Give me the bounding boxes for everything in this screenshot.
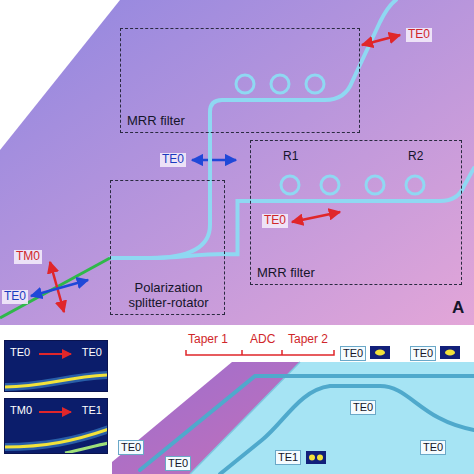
region-label: MRR filter xyxy=(127,113,185,128)
dashed-region: MRR filter xyxy=(250,140,462,285)
mode-label: TE0 xyxy=(420,440,446,455)
conversion-arrow xyxy=(39,353,71,355)
mode-label: TE0 xyxy=(165,456,191,471)
ring-resonator xyxy=(406,176,424,194)
figure-label: TE0 xyxy=(406,28,432,42)
mode-profile-icon xyxy=(370,346,390,359)
figure-label: TM0 xyxy=(14,250,42,264)
mode-label: TE0 xyxy=(82,346,102,358)
figure-label: R2 xyxy=(408,150,423,164)
mode-field xyxy=(5,429,108,447)
waveguide xyxy=(110,180,210,258)
waveguide xyxy=(150,254,225,258)
figure-label: R1 xyxy=(283,150,298,164)
mode-glow xyxy=(5,375,108,387)
ring-resonator xyxy=(281,176,299,194)
waveguide xyxy=(210,0,396,133)
mode-label: TE0 xyxy=(350,400,376,415)
polarization-arrow xyxy=(192,159,236,162)
region-label: Polarization splitter-rotator xyxy=(117,280,220,310)
ring-resonator xyxy=(306,75,324,93)
mode-label: TE0 xyxy=(118,440,144,455)
polarization-arrow xyxy=(31,280,88,296)
region-label: MRR filter xyxy=(257,265,315,280)
chip-cladding xyxy=(190,362,474,474)
waveguide xyxy=(250,168,474,201)
mode-inset: TE0 TE0 xyxy=(4,340,108,392)
ring-resonator xyxy=(321,176,339,194)
mode-label: TM0 xyxy=(10,404,32,416)
mode-inset: TM0 TE1 xyxy=(4,398,108,454)
mode-field xyxy=(5,375,108,387)
waveguide-connector xyxy=(208,133,212,180)
panel-letter: A xyxy=(452,298,464,318)
ring-resonator xyxy=(236,75,254,93)
mode-label: TE1 xyxy=(82,404,102,416)
chip-plane xyxy=(0,0,474,325)
figure-label: TE0 xyxy=(160,153,186,167)
waveguide xyxy=(140,376,474,470)
polarization-arrow xyxy=(362,35,400,45)
section-bracket xyxy=(186,350,334,355)
mode-glow xyxy=(5,429,108,447)
polarization-arrow xyxy=(292,212,340,222)
figure-label: TE0 xyxy=(262,214,288,228)
input-beam xyxy=(0,258,110,318)
mode-profile-icon xyxy=(306,451,326,464)
ring-resonator xyxy=(366,176,384,194)
waveguide xyxy=(220,386,474,474)
mode-label: TE0 xyxy=(410,346,436,361)
mode-label: TE1 xyxy=(275,450,301,465)
figure-label: Taper 1 xyxy=(188,333,228,347)
conversion-arrow xyxy=(39,411,71,413)
figure-label: ADC xyxy=(250,333,275,347)
mode-profile-icon xyxy=(440,346,460,359)
mode-label: TE0 xyxy=(10,346,30,358)
mode-label: TE0 xyxy=(340,346,366,361)
dashed-region: Polarization splitter-rotator xyxy=(110,180,225,315)
ring-resonator xyxy=(271,75,289,93)
figure-label: TE0 xyxy=(2,290,28,304)
dashed-region: MRR filter xyxy=(120,28,360,133)
waveguide-connector xyxy=(225,201,250,254)
figure-label: Taper 2 xyxy=(288,333,328,347)
mode-field xyxy=(65,443,108,453)
